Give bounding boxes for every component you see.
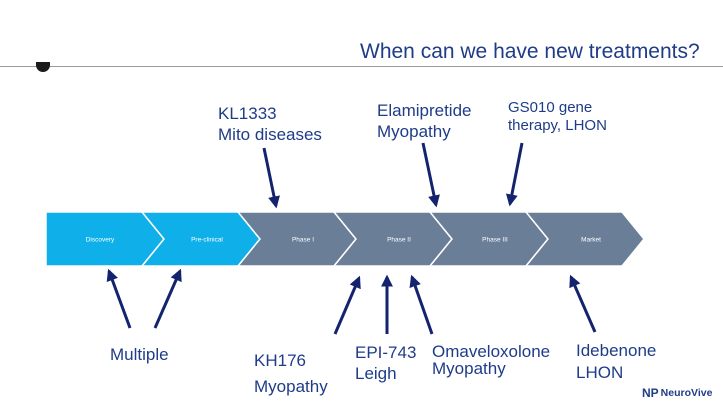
slide-title: When can we have new treatments? <box>360 40 700 63</box>
bullet-marker <box>36 62 50 72</box>
stage-label: Discovery <box>86 237 115 244</box>
arrow-kl1333 <box>262 147 280 209</box>
label-kh176: KH176 Myopathy <box>254 351 328 396</box>
arrow-elamipretide <box>421 142 440 208</box>
label-omaveloxolone: Omaveloxolone Myopathy <box>432 342 551 378</box>
chevron-market <box>524 211 645 267</box>
stage-label: Phase I <box>292 237 314 244</box>
neurovive-logo: NP NeuroVive <box>642 386 712 400</box>
arrow-kh176 <box>333 275 361 335</box>
label-epi743: EPI-743 Leigh <box>355 343 417 383</box>
stage-label: Phase II <box>387 237 411 244</box>
logo-text: NeuroVive <box>660 387 713 399</box>
logo-mark: NP <box>642 386 659 400</box>
pipeline-chevrons <box>45 211 645 267</box>
stage-labels: Discovery Pre-clinical Phase I Phase II Phas… <box>86 237 601 244</box>
title-divider <box>0 66 723 67</box>
stage-label: Market <box>581 237 601 244</box>
stage-label: Pre-clinical <box>191 237 223 244</box>
arrow-omaveloxolone <box>409 274 434 335</box>
pointer-arrows <box>106 142 597 335</box>
label-gs010: GS010 gene therapy, LHON <box>508 99 607 134</box>
arrow-multiple-right <box>153 268 182 329</box>
arrow-gs010 <box>505 142 524 207</box>
label-idebenone: Idebenone LHON <box>576 341 657 382</box>
stage-label: Phase III <box>482 237 508 244</box>
arrow-idebenone <box>569 274 597 333</box>
label-elamipretide: Elamipretide Myopathy <box>377 101 472 141</box>
arrow-multiple-left <box>106 268 132 329</box>
label-kl1333: KL1333 Mito diseases <box>218 104 322 144</box>
label-multiple: Multiple <box>110 345 169 364</box>
